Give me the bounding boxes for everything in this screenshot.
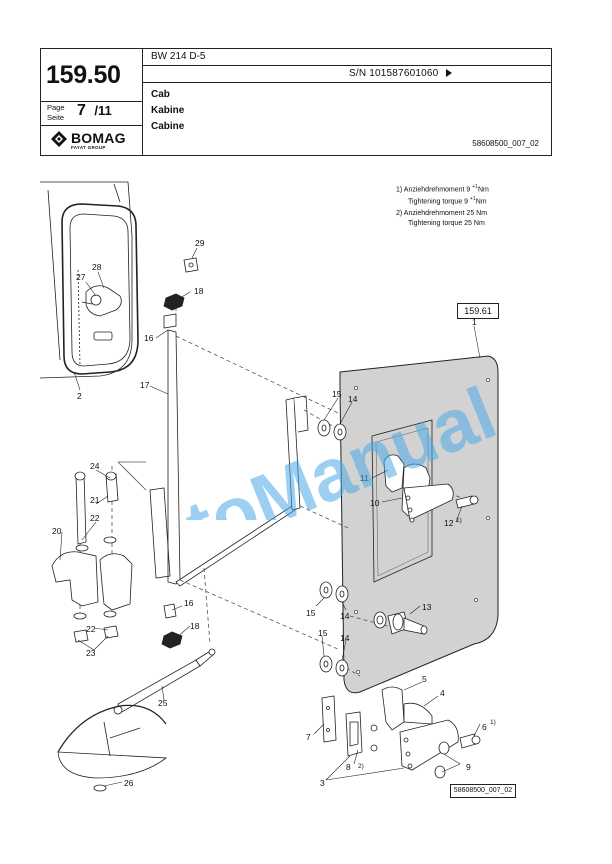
note-1-unit2: Nm [475,197,487,205]
page-label-2: Seite [47,113,65,122]
callout-2: 2 [77,391,82,401]
callout-24: 24 [90,461,100,471]
page-label-1: Page [47,103,65,112]
page-count: 7 /11 [77,102,112,120]
section-titles: Cab Kabine Cabine [151,87,184,135]
title-en: Cab [151,89,170,100]
door-inset [39,181,139,379]
callout-1: 1 [472,317,477,327]
callout-5: 5 [422,674,427,684]
note-1: 1) Anziehdrehmoment 9 +1Nm Tightening to… [396,183,489,206]
callout-16b: 16 [184,598,194,608]
callout-29: 29 [195,238,205,248]
reference-box[interactable]: 159.61 [457,303,499,319]
callout-8: 8 [346,762,351,772]
callout-14c: 14 [340,633,350,643]
title-de: Kabine [151,105,185,116]
page-label: Page Seite [47,103,65,123]
callout-23: 23 [86,648,96,658]
footnote-mark-6: 1) [490,719,496,726]
note-1-sup1: +1 [472,184,478,190]
torque-notes: 1) Anziehdrehmoment 9 +1Nm Tightening to… [396,183,489,228]
drawing-reference: 58608500_007_02 [450,784,516,798]
callout-7: 7 [306,732,311,742]
callout-16: 16 [144,333,154,343]
callout-14b: 14 [340,611,350,621]
page-total: /11 [94,103,112,118]
strut-mount-inset [57,704,168,792]
callout-4: 4 [440,688,445,698]
header-rule [41,125,142,126]
note-1-sup2: +1 [470,195,476,202]
callout-20: 20 [52,526,62,536]
door-frame [149,329,309,587]
footnote-mark-12: 1) [456,517,462,524]
callout-6: 6 [482,722,487,732]
note-1-line2: Tightening torque 9 [408,197,471,205]
header-divider [142,49,143,155]
callout-18: 18 [194,286,204,296]
document-id: 58608500_007_02 [472,139,539,148]
header-rule [41,101,142,102]
callout-12: 12 [444,518,454,528]
header-rule [142,65,551,66]
bomag-diamond-icon [51,131,67,147]
footnote-mark-8: 2) [358,763,364,770]
page-current: 7 [77,102,86,119]
callout-21: 21 [90,495,100,505]
note-2: 2) Anziehdrehmoment 25 Nm Tightening tor… [396,209,489,228]
callout-27: 27 [76,272,86,282]
note-1-unit1: Nm [477,186,489,194]
callout-14: 14 [348,394,358,404]
callout-18b: 18 [190,621,200,631]
callout-13: 13 [422,602,432,612]
header-rule [142,82,551,83]
note-2-line2: Tightening torque 25 Nm [408,219,485,227]
note-1-line1: 1) Anziehdrehmoment 9 [396,186,473,194]
callout-3: 3 [320,778,325,788]
callout-26: 26 [124,778,134,788]
play-arrow-icon [446,69,453,77]
callout-9: 9 [466,762,471,772]
logo-subtitle: FAYAT GROUP [71,145,106,150]
callout-17: 17 [140,380,150,390]
callout-11: 11 [360,473,369,483]
callout-28: 28 [92,262,102,272]
callout-15: 15 [332,389,342,399]
callout-15b: 15 [306,608,316,618]
logo-brand: BOMAG [71,130,126,146]
callout-10: 10 [370,498,380,508]
serial-number: S/N 101587601060 [349,68,453,79]
callout-15c: 15 [318,628,328,638]
page-header: 159.50 Page Seite 7 /11 BOMAG FAYAT GROU… [40,48,552,156]
callout-25: 25 [158,698,168,708]
bomag-logo: BOMAG FAYAT GROUP [51,129,139,153]
model-name: BW 214 D-5 [151,51,206,62]
callout-22b: 22 [86,624,96,634]
page-number: 159.50 [46,61,121,89]
serial-text: S/N 101587601060 [349,68,439,79]
title-fr: Cabine [151,121,185,132]
note-2-line1: 2) Anziehdrehmoment 25 Nm [396,210,488,218]
callout-22: 22 [90,513,100,523]
